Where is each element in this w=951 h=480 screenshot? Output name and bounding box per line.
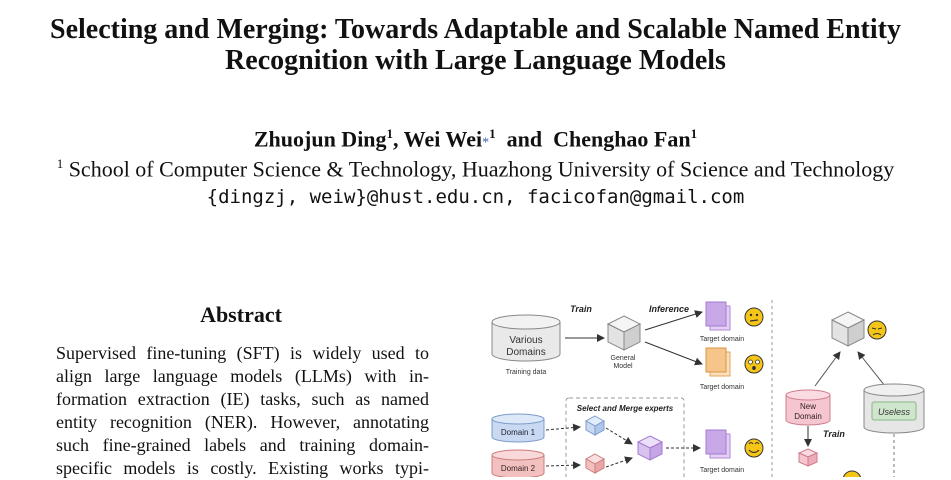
author-emails: {dingzj, weiw}@hust.edu.cn, facicofan@gm… — [206, 186, 745, 208]
author-list: Zhuojun Ding1, Wei Wei*1 and Chenghao Fa… — [0, 126, 951, 152]
useless-to-model-arrow — [857, 351, 886, 387]
abstract-body: Supervised fine-tuning (SFT) is widely u… — [56, 342, 429, 480]
abstract-line: such fine-grained labels and training do… — [56, 435, 429, 455]
author-affiliation-mark: 1 — [489, 126, 496, 141]
author-affiliation-mark: 1 — [386, 126, 394, 141]
new-label: New — [800, 402, 816, 411]
right-model-cube — [830, 311, 866, 347]
affiliation-text: School of Computer Science & Technology,… — [68, 156, 895, 182]
target-domain-doc-orange — [705, 347, 731, 377]
corresponding-author-mark: * — [482, 135, 490, 151]
expert-cube-red — [584, 453, 606, 474]
select-merge-label: Select and Merge experts — [577, 404, 674, 413]
domain-2-label: Domain 2 — [501, 464, 536, 473]
various-label: Various — [509, 335, 542, 346]
abstract-line: formation extraction (IE) tasks, such as… — [56, 389, 429, 409]
inference-arrow-down — [644, 341, 703, 366]
various-domains-cylinder: Various Domains — [491, 314, 561, 362]
abstract-line: entity recognition (NER). However, annot… — [56, 412, 429, 432]
train-label: Train — [570, 304, 592, 314]
author-name: Zhuojun Ding — [253, 126, 387, 152]
confused-emoji-icon — [744, 307, 764, 327]
method-figure: Various Domains Training data Train Gene… — [491, 300, 925, 477]
expert-cube-blue — [584, 415, 606, 436]
select-merge-panel — [565, 397, 685, 477]
abstract-line: Supervised fine-tuning (SFT) is widely u… — [56, 343, 429, 363]
target-domain-label-3: Target domain — [700, 467, 744, 474]
abstract-heading: Abstract — [200, 302, 282, 327]
inference-arrow-up — [644, 310, 703, 331]
new-domain-to-model-arrow — [814, 351, 841, 387]
paper-title: Selecting and Merging: Towards Adaptable… — [0, 14, 951, 76]
merge-arrow-2 — [605, 456, 633, 468]
target-domain-doc-purple-2 — [705, 429, 731, 459]
merge-arrow-1 — [605, 427, 633, 445]
general-model-cube — [606, 315, 642, 351]
inference-label: Inference — [649, 304, 689, 314]
affiliation: 1 School of Computer Science & Technolog… — [0, 156, 951, 182]
sad-emoji-icon — [867, 320, 887, 340]
shocked-emoji-icon — [744, 354, 764, 374]
domain-1-cylinder: Domain 1 — [491, 413, 545, 443]
target-domain-label-1: Target domain — [700, 336, 744, 343]
author-separator: , — [393, 126, 404, 152]
training-data-label: Training data — [506, 369, 547, 376]
target-domain-label-2: Target domain — [700, 384, 744, 391]
author-affiliation-mark: 1 — [690, 126, 698, 141]
abstract-line: align large language models (LLMs) with … — [56, 366, 429, 386]
domain-label: Domain — [794, 412, 822, 421]
domain-1-arrow — [545, 423, 581, 432]
affiliation-mark: 1 — [56, 156, 64, 171]
partial-emoji-icon — [842, 470, 862, 477]
domains-label: Domains — [506, 347, 545, 358]
merged-expert-cube — [636, 435, 664, 461]
general-label: General — [611, 355, 636, 362]
useless-cylinder: Useless — [863, 383, 925, 434]
title-line-1: Selecting and Merging: Towards Adaptable… — [50, 14, 901, 45]
train-right-label: Train — [823, 429, 845, 439]
title-line-2: Recognition with Large Language Models — [225, 45, 726, 76]
author-name: Wei Wei — [403, 126, 483, 152]
model-label: Model — [613, 363, 633, 370]
new-domain-cylinder: New Domain — [785, 389, 831, 426]
domain-1-label: Domain 1 — [501, 428, 536, 437]
author-name: Chenghao Fan — [553, 126, 691, 152]
new-expert-cube — [797, 448, 819, 467]
target-domain-doc-purple — [705, 301, 731, 331]
author-separator: and — [495, 126, 554, 152]
domain-2-cylinder: Domain 2 — [491, 449, 545, 477]
smile-emoji-icon — [744, 438, 764, 458]
domain-2-arrow — [545, 461, 581, 470]
useless-label: Useless — [878, 407, 911, 417]
abstract-line: specific models is costly. Existing work… — [56, 458, 429, 478]
